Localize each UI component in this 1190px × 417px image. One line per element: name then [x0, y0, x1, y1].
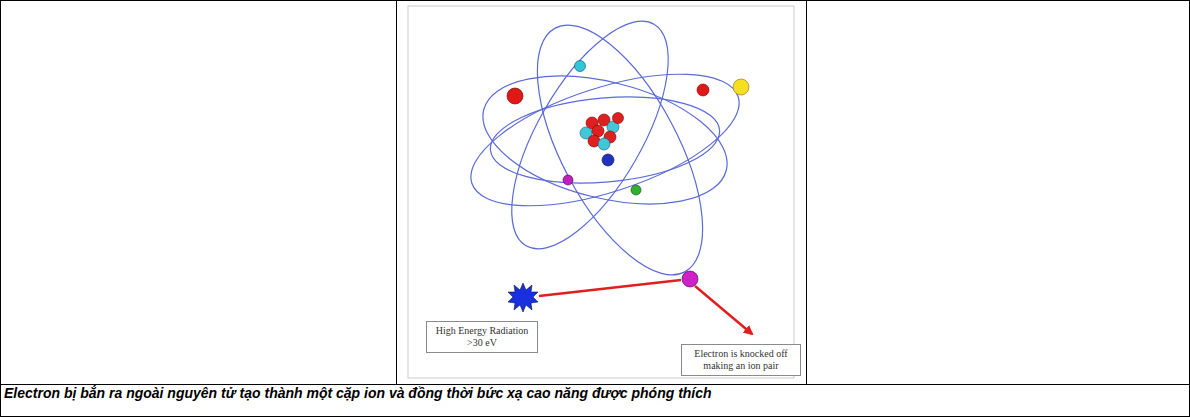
label-box: High Energy Radiation >30 eV: [426, 321, 538, 353]
label-text: Electron is knocked off making an ion pa…: [686, 348, 796, 372]
radiation-path: [539, 280, 681, 296]
label-box: Electron is knocked off making an ion pa…: [681, 344, 801, 376]
figure-caption: Electron bị bắn ra ngoài nguyên tử tạo t…: [4, 386, 1184, 401]
table-rule: [806, 0, 807, 384]
table-rule: [0, 384, 1190, 385]
orbits: [456, 0, 754, 299]
label-text: High Energy Radiation >30 eV: [431, 325, 533, 349]
ejected-electron-arrow: [695, 286, 752, 334]
electrons: [507, 61, 749, 288]
nucleus: [580, 113, 624, 151]
radiation-star: [508, 283, 538, 312]
table-rule: [396, 0, 397, 384]
figure-frame: [408, 6, 794, 378]
